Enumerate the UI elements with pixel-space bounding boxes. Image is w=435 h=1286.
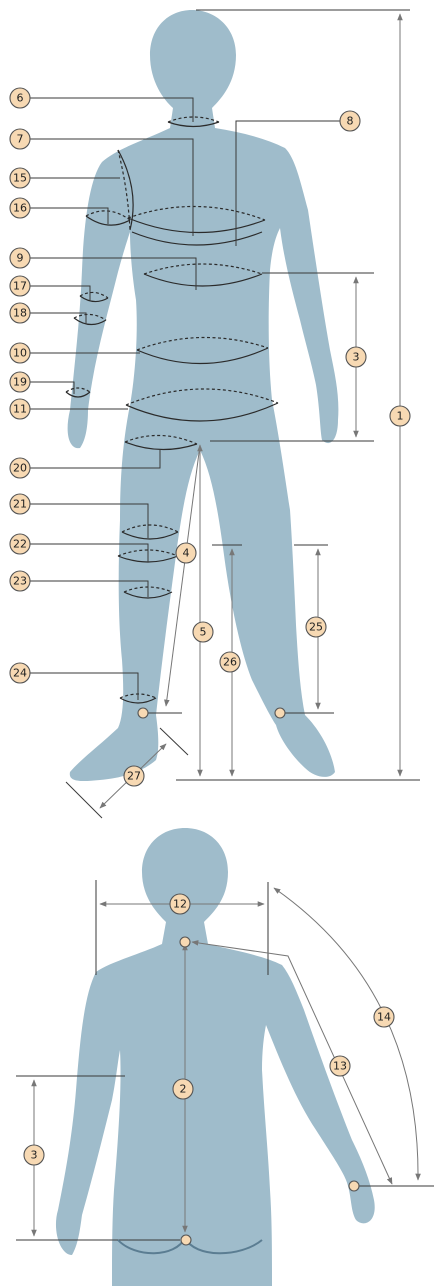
waist-back-landmark-dot: [181, 1235, 191, 1245]
cervicale-landmark-dot: [180, 937, 190, 947]
label-badge-5: 5: [193, 622, 213, 642]
svg-text:13: 13: [333, 1060, 347, 1073]
label-badge-22: 22: [10, 534, 30, 554]
svg-text:3: 3: [31, 1149, 38, 1162]
label-badge-10: 10: [10, 343, 30, 363]
svg-text:15: 15: [13, 172, 27, 185]
label-badge-2: 2: [173, 1079, 193, 1099]
svg-text:23: 23: [13, 575, 27, 588]
label-badge-21: 21: [10, 494, 30, 514]
label-badge-16: 16: [10, 198, 30, 218]
svg-text:26: 26: [223, 656, 237, 669]
label-badge-3: 3: [346, 347, 366, 367]
svg-text:25: 25: [309, 621, 323, 634]
svg-text:7: 7: [17, 133, 24, 146]
label-badge-25: 25: [306, 617, 326, 637]
svg-text:11: 11: [13, 403, 27, 416]
svg-text:22: 22: [13, 538, 27, 551]
label-badge-13: 13: [330, 1056, 350, 1076]
ankle-landmark-dot: [138, 708, 148, 718]
label-badge-18: 18: [10, 303, 30, 323]
svg-text:10: 10: [13, 347, 27, 360]
label-badge-3-back: 3: [24, 1145, 44, 1165]
svg-text:6: 6: [17, 92, 24, 105]
svg-text:2: 2: [180, 1083, 187, 1096]
svg-text:14: 14: [377, 1011, 391, 1024]
svg-text:3: 3: [353, 351, 360, 364]
svg-text:20: 20: [13, 462, 27, 475]
label-badge-6: 6: [10, 88, 30, 108]
svg-text:1: 1: [397, 410, 404, 423]
label-badge-24: 24: [10, 663, 30, 683]
label-badge-11: 11: [10, 399, 30, 419]
svg-text:21: 21: [13, 498, 27, 511]
label-badge-27: 27: [124, 766, 144, 786]
svg-text:4: 4: [183, 547, 190, 560]
label-badge-14: 14: [374, 1007, 394, 1027]
svg-text:16: 16: [13, 202, 27, 215]
label-badge-4: 4: [176, 543, 196, 563]
svg-text:24: 24: [13, 667, 27, 680]
wrist-landmark-dot: [349, 1181, 359, 1191]
svg-text:12: 12: [173, 898, 187, 911]
label-badge-9: 9: [10, 248, 30, 268]
svg-text:9: 9: [17, 252, 24, 265]
label-badge-26: 26: [220, 652, 240, 672]
label-badge-15: 15: [10, 168, 30, 188]
label-badge-7: 7: [10, 129, 30, 149]
svg-text:27: 27: [127, 770, 141, 783]
back-body-silhouette: [56, 828, 375, 1286]
label-badge-23: 23: [10, 571, 30, 591]
svg-text:5: 5: [200, 626, 207, 639]
label-badge-19: 19: [10, 372, 30, 392]
label-badge-12: 12: [170, 894, 190, 914]
label-badge-8: 8: [340, 111, 360, 131]
front-view: 1 3 4 5 6 7 8 9 10 11 15 16 17 18 19 20 …: [10, 10, 420, 818]
label-badge-20: 20: [10, 458, 30, 478]
svg-text:17: 17: [13, 280, 27, 293]
back-view: 2 3 12 13 14: [16, 828, 434, 1286]
svg-text:19: 19: [13, 376, 27, 389]
knee-landmark-dot: [275, 708, 285, 718]
svg-text:8: 8: [347, 115, 354, 128]
label-badge-1: 1: [390, 406, 410, 426]
label-badge-17: 17: [10, 276, 30, 296]
svg-text:18: 18: [13, 307, 27, 320]
